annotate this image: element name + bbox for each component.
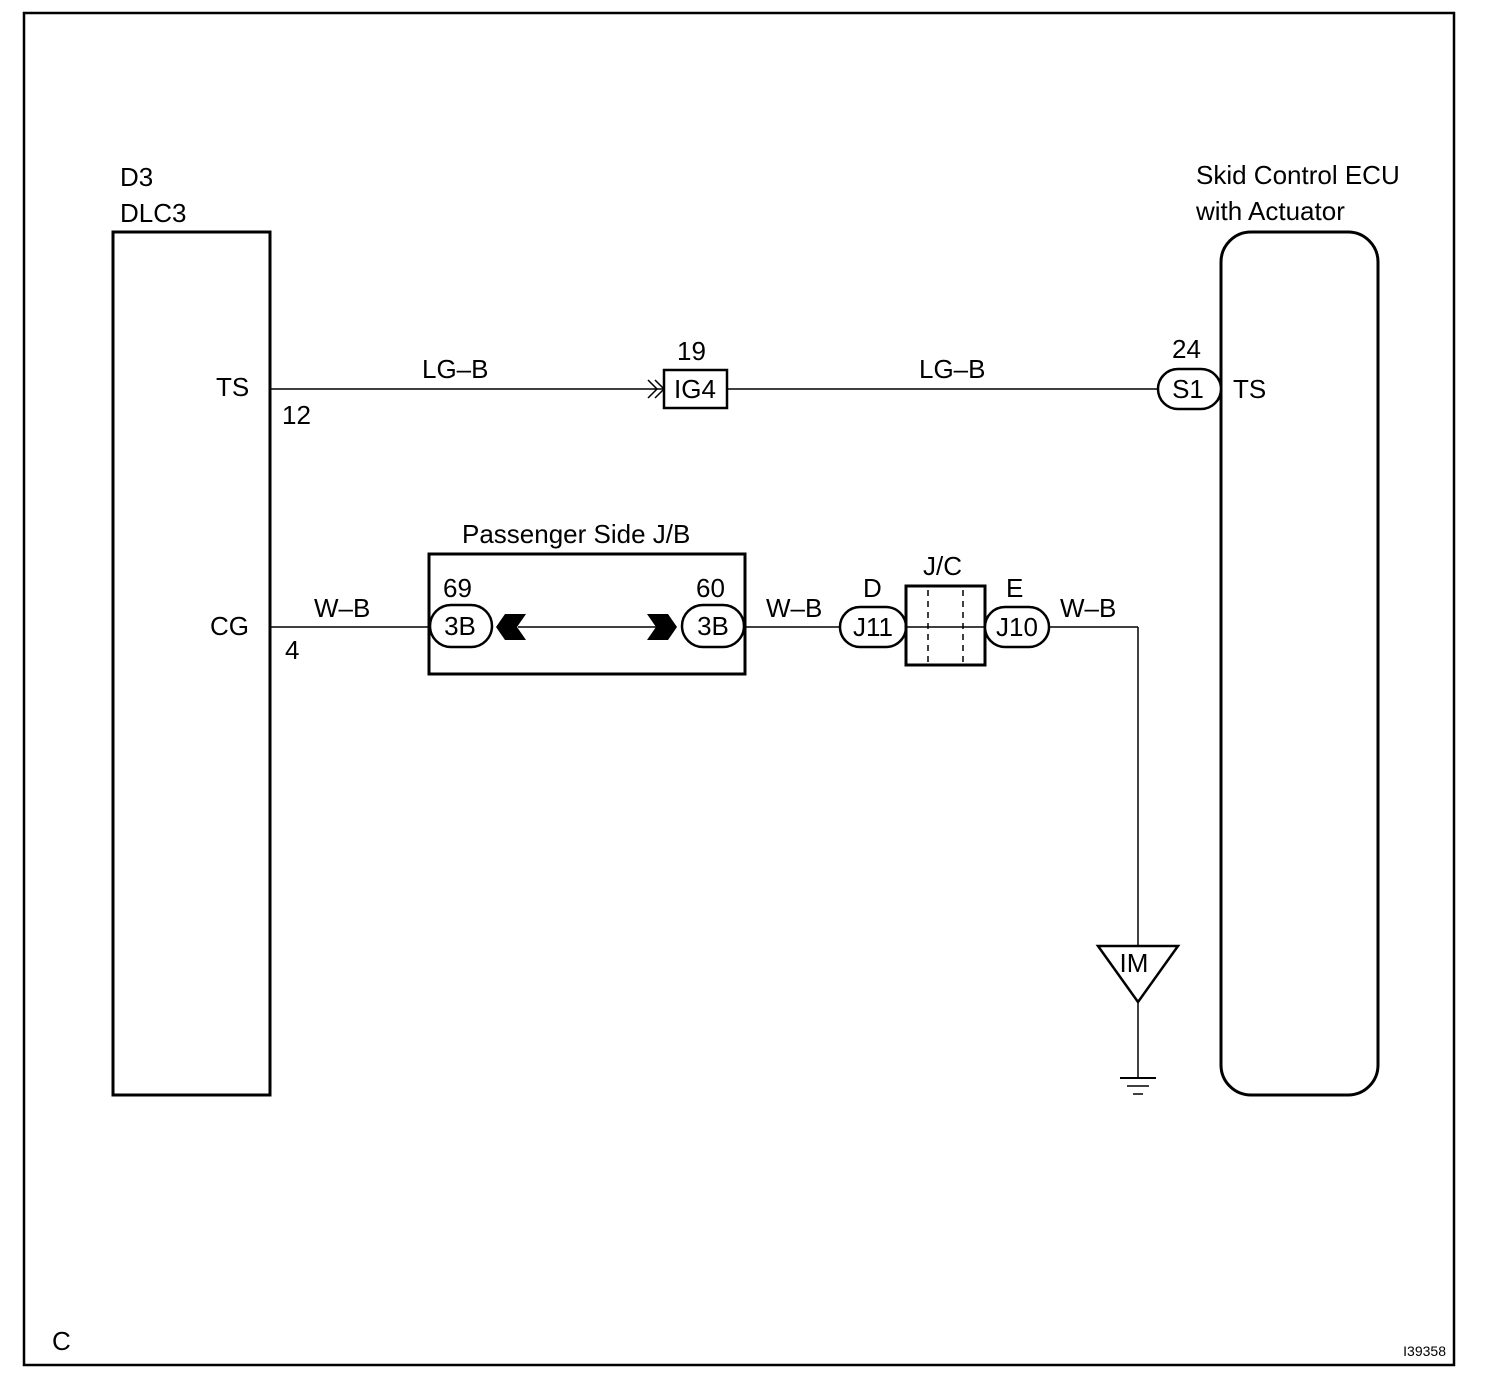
ts-wire-color-right: LG–B: [919, 354, 986, 384]
ig4-connector-arrow-icon: [647, 379, 659, 399]
ig4-connector-box: [662, 368, 729, 410]
jb-conn-left-label: 3B: [444, 611, 476, 641]
jc-title: J/C: [923, 551, 962, 581]
ecu-name-line1: Skid Control ECU: [1196, 160, 1400, 190]
ts-wire-color-left: LG–B: [422, 354, 489, 384]
s1-connector-label: S1: [1172, 374, 1204, 404]
jb-conn-right-label: 3B: [697, 611, 729, 641]
ig4-connector-label: IG4: [674, 374, 716, 404]
cg-wire-color-2: W–B: [766, 593, 822, 623]
corner-code: C: [52, 1326, 71, 1356]
dlc3-cg-terminal: CG: [210, 611, 249, 641]
ecu-name-line2: with Actuator: [1195, 196, 1345, 226]
ig4-pin: 19: [677, 336, 706, 366]
jb-left-terminal-icon: [496, 614, 526, 640]
dlc3-ts-terminal: TS: [216, 372, 249, 402]
ground-point-label: IM: [1120, 948, 1149, 978]
ground-point-triangle-icon: [1095, 944, 1181, 1005]
jc-conn-right-label: J10: [996, 612, 1038, 642]
jb-conn-right-oval: [680, 603, 746, 649]
jc-conn-left-label: J11: [853, 612, 893, 642]
figure-id: I39358: [1403, 1343, 1446, 1359]
dlc3-code: D3: [120, 162, 153, 192]
jb-pin-left: 69: [443, 573, 472, 603]
dlc3-box: [111, 230, 272, 1097]
jc-pin-right: E: [1006, 573, 1023, 603]
cg-wire-color-3: W–B: [1060, 593, 1116, 623]
ecu-ts-terminal: TS: [1233, 374, 1266, 404]
dlc3-cg-pin: 4: [285, 635, 299, 665]
jb-right-terminal-icon: [647, 614, 677, 640]
jc-box: [904, 584, 987, 667]
s1-pin: 24: [1172, 334, 1201, 364]
jc-pin-left: D: [863, 573, 882, 603]
jb-pin-right: 60: [696, 573, 725, 603]
s1-connector-oval: [1156, 367, 1223, 411]
frame: [22, 11, 1456, 1367]
dlc3-ts-pin: 12: [282, 400, 311, 430]
jb-title: Passenger Side J/B: [462, 519, 690, 549]
ecu-box: [1219, 230, 1380, 1097]
dlc3-name: DLC3: [120, 198, 186, 228]
jb-box: [427, 552, 747, 676]
cg-wire-color-1: W–B: [314, 593, 370, 623]
jb-conn-left-oval: [428, 603, 494, 649]
